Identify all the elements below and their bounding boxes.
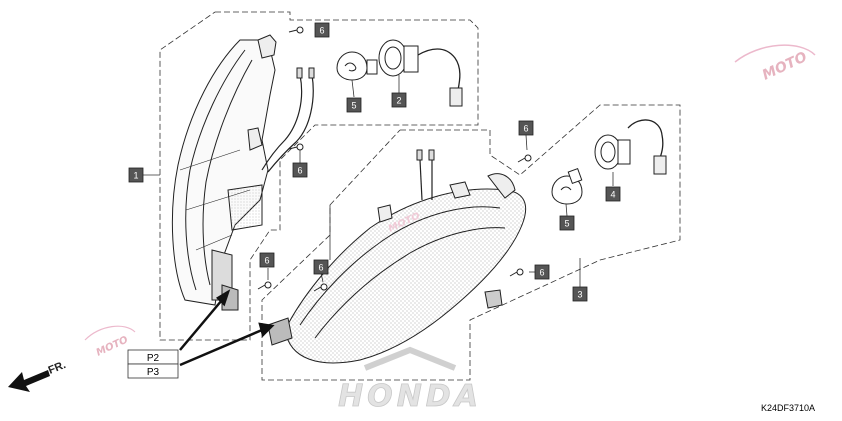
svg-text:6: 6 [319, 26, 324, 36]
brand-watermark: HONDA [338, 346, 482, 414]
screw-icon [257, 281, 272, 290]
callout-6-a: 6 [314, 22, 330, 38]
bulb-left [336, 51, 378, 81]
svg-text:6: 6 [318, 263, 323, 273]
callout-5-left: 5 [346, 97, 362, 113]
screw-icon [313, 283, 328, 292]
svg-text:5: 5 [351, 101, 356, 111]
svg-text:2: 2 [396, 96, 401, 106]
svg-text:3: 3 [577, 290, 582, 300]
position-code-p2: P2 [147, 353, 160, 364]
position-arrows [179, 289, 275, 367]
moto-watermark-left: MOTO [95, 334, 131, 358]
front-label: FR. [47, 359, 68, 377]
callout-2: 2 [391, 92, 407, 108]
position-code-table: P2 P3 [127, 349, 179, 379]
svg-text:6: 6 [539, 268, 544, 278]
position-code-p3: P3 [147, 367, 160, 378]
socket-right [594, 119, 667, 175]
callout-6-c: 6 [518, 120, 534, 136]
svg-text:6: 6 [264, 256, 269, 266]
callout-6-f: 6 [534, 264, 550, 280]
callouts: 1 2 3 4 5 5 6 6 6 6 6 6 [128, 22, 621, 302]
right-headlight-assembly [267, 149, 527, 364]
callout-4: 4 [605, 186, 621, 202]
svg-text:5: 5 [564, 219, 569, 229]
screw-icon [517, 154, 532, 163]
callout-1: 1 [128, 167, 144, 183]
svg-text:6: 6 [297, 166, 302, 176]
front-direction-arrow: FR. [8, 359, 68, 392]
callout-6-d: 6 [259, 252, 275, 268]
diagram-part-code: K24DF3710A [761, 403, 815, 413]
svg-text:1: 1 [133, 171, 138, 181]
svg-text:6: 6 [523, 124, 528, 134]
screw-icon [509, 268, 524, 277]
honda-watermark-text: HONDA [338, 379, 482, 414]
callout-5-right: 5 [559, 215, 575, 231]
callout-6-b: 6 [292, 162, 308, 178]
callout-3: 3 [572, 286, 588, 302]
callout-6-e: 6 [313, 259, 329, 275]
svg-text:4: 4 [610, 190, 615, 200]
bulb-right [551, 168, 583, 205]
screw-icon [288, 26, 304, 34]
socket-left [378, 39, 463, 107]
moto-watermark-right: MOTO [760, 49, 810, 84]
screws [257, 26, 532, 292]
left-headlight-assembly [171, 34, 315, 311]
leader-lines [143, 75, 614, 287]
